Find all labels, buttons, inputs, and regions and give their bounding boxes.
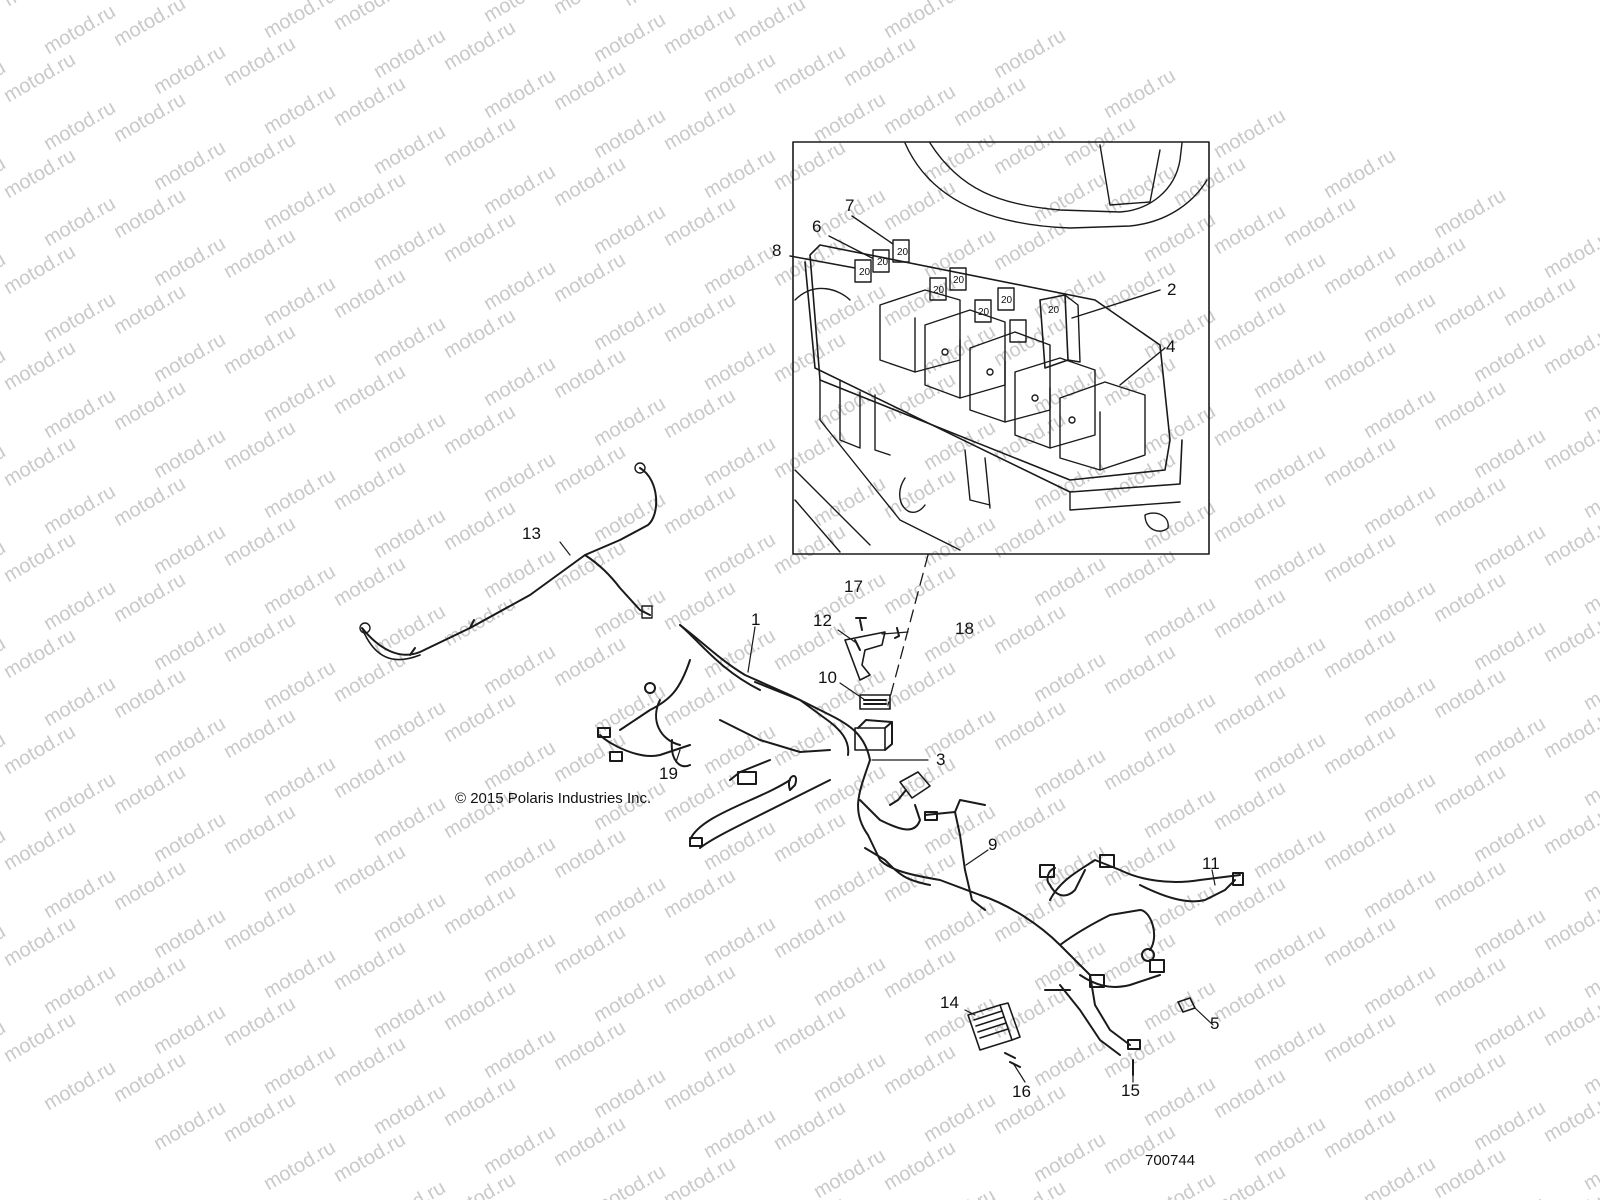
regulator-14 — [967, 1002, 1021, 1051]
relay-label: 20 — [859, 267, 871, 278]
leader-8 — [789, 255, 856, 269]
relay-row — [879, 289, 1146, 471]
harness-1 — [679, 624, 1091, 976]
harness-11 — [1139, 879, 1236, 903]
relay-label: 20 — [978, 307, 990, 318]
callout-10: 10 — [818, 668, 837, 687]
callout-7: 7 — [845, 196, 855, 215]
part-5 — [1177, 997, 1196, 1013]
callout-5: 5 — [1210, 1014, 1220, 1033]
connector-block-3 — [854, 727, 886, 751]
leader-2 — [1071, 289, 1161, 319]
callout-9: 9 — [988, 835, 998, 854]
detail-leader — [887, 554, 929, 706]
callout-leaders — [559, 541, 1216, 1083]
callout-2: 2 — [1167, 280, 1177, 299]
relay-label: 20 — [1001, 295, 1013, 306]
airbox-outline — [929, 142, 1183, 213]
relay-label: 20 — [897, 247, 909, 258]
callout-13: 13 — [522, 524, 541, 543]
callout-8: 8 — [772, 241, 782, 260]
figure-id: 700744 — [1145, 1152, 1196, 1169]
callout-4: 4 — [1166, 337, 1176, 356]
callout-17: 17 — [844, 577, 863, 596]
screw-16 — [1004, 1052, 1021, 1068]
main-harness — [359, 462, 1244, 1076]
relay-label: 20 — [953, 275, 965, 286]
inset-frame — [792, 141, 1210, 555]
relay-label: 20 — [933, 285, 945, 296]
callout-6: 6 — [812, 217, 822, 236]
part-10 — [859, 694, 891, 710]
relay-label: 20 — [1048, 305, 1060, 316]
leader-4 — [1119, 347, 1166, 386]
callout-18: 18 — [955, 619, 974, 638]
callout-1: 1 — [751, 610, 761, 629]
screw-18 — [894, 627, 900, 639]
leader-7 — [851, 215, 894, 245]
fuse-row — [854, 239, 1081, 369]
callout-11: 11 — [1202, 854, 1220, 873]
callout-19: 19 — [659, 764, 678, 783]
relay-label: 20 — [877, 257, 889, 268]
harness-13 — [361, 467, 658, 656]
fuse-box-housing — [809, 244, 1171, 481]
callout-15: 15 — [1121, 1081, 1140, 1100]
callout-12: 12 — [813, 611, 832, 630]
callout-16: 16 — [1012, 1082, 1031, 1101]
copyright-notice: © 2015 Polaris Industries Inc. — [455, 790, 652, 807]
harness-9 — [924, 811, 986, 911]
fuse-box-inset — [789, 141, 1210, 555]
screw-17 — [859, 619, 863, 631]
leader-6 — [828, 235, 873, 259]
callout-3: 3 — [936, 750, 946, 769]
callout-14: 14 — [940, 993, 959, 1012]
